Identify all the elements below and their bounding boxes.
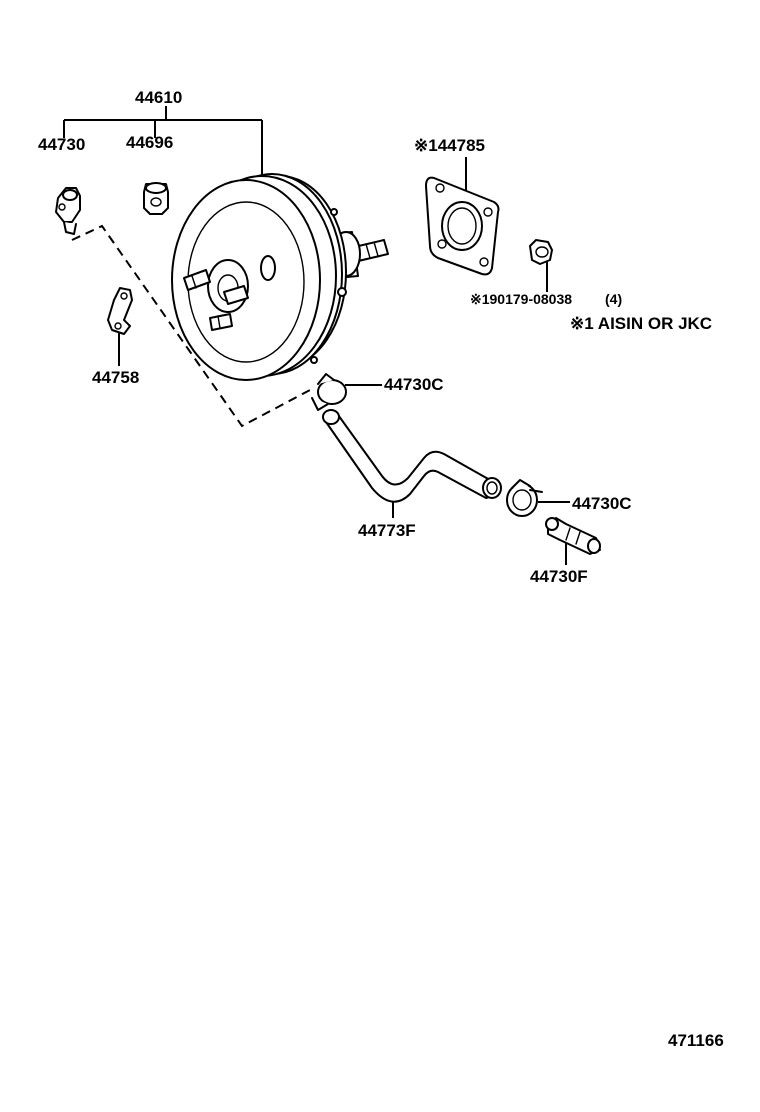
grommet-part bbox=[143, 182, 169, 215]
label-44610: 44610 bbox=[135, 88, 182, 107]
label-nut-qty: (4) bbox=[605, 291, 622, 307]
nut-part bbox=[529, 239, 553, 265]
label-44730: 44730 bbox=[38, 135, 85, 154]
label-44730c-upper: 44730C bbox=[384, 375, 444, 394]
label-144785: ※144785 bbox=[414, 136, 485, 155]
clamp-lower-part bbox=[506, 479, 543, 517]
label-44696: 44696 bbox=[126, 133, 173, 152]
gasket-part bbox=[425, 176, 500, 276]
brake-booster-part bbox=[171, 173, 389, 381]
check-valve-part bbox=[55, 187, 81, 235]
label-44758: 44758 bbox=[92, 368, 139, 387]
dashed-routing-line bbox=[71, 224, 311, 428]
label-note-aisin-jkc: ※1 AISIN OR JKC bbox=[570, 314, 712, 333]
bracket-part bbox=[107, 287, 133, 335]
label-44730f: 44730F bbox=[530, 567, 588, 586]
clamp-upper-part bbox=[311, 373, 347, 411]
label-44730c-lower: 44730C bbox=[572, 494, 632, 513]
label-190179-08038: ※190179-08038 bbox=[470, 291, 572, 307]
union-part bbox=[545, 517, 601, 555]
label-44773f: 44773F bbox=[358, 521, 416, 540]
vacuum-hose-part bbox=[322, 409, 502, 503]
illustration-id: 471166 bbox=[668, 1031, 724, 1050]
leader-44610 bbox=[63, 106, 263, 178]
